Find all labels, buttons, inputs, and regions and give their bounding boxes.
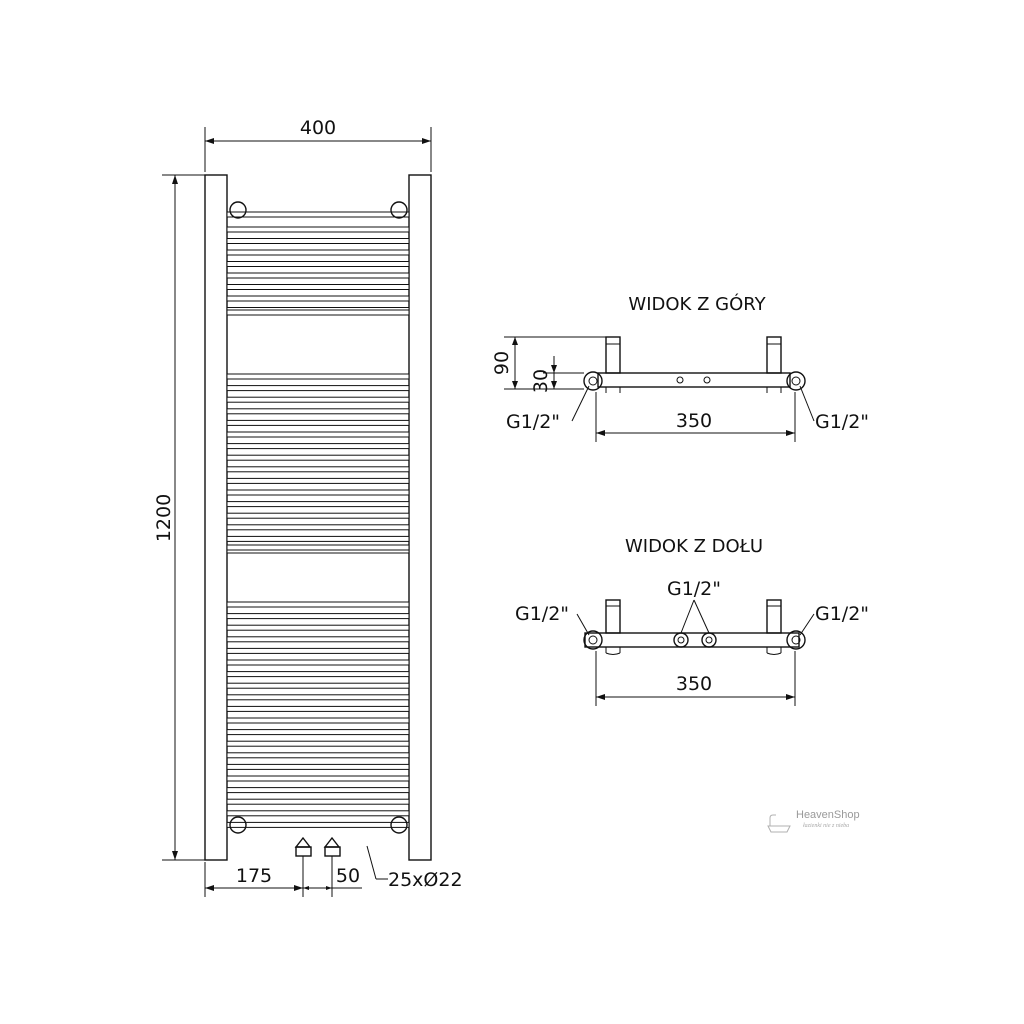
bottom-width-label: 350 [676, 673, 712, 695]
top-wall-label: 30 [530, 369, 552, 393]
top-view-title: WIDOK Z GÓRY [628, 293, 766, 315]
tube-22 [226, 512, 410, 519]
top-view: WIDOK Z GÓRY 90 30 G1/2" G1/2 [491, 293, 869, 442]
tube-46 [226, 821, 410, 828]
top-depth-label: 90 [491, 351, 513, 375]
tube-30 [226, 636, 410, 643]
watermark-brand: HeavenShop [796, 809, 860, 821]
tube-4 [226, 261, 410, 267]
tube-18 [226, 466, 410, 473]
tube-34 [226, 682, 410, 689]
top-connector-left-label: G1/2" [506, 411, 560, 433]
bottom-right-cap-icon [390, 816, 408, 834]
tube-14 [226, 419, 410, 426]
tube-17 [226, 454, 410, 461]
top-left-connector-icon [583, 371, 603, 391]
dim-offset-label: 175 [236, 865, 272, 887]
tube-5 [226, 272, 410, 279]
bottom-body [584, 632, 800, 648]
dim-bottom-offsets: 175 50 25xØ22 [204, 845, 463, 897]
tube-20 [226, 489, 410, 496]
tube-3 [226, 249, 410, 256]
tube-31 [226, 647, 410, 654]
front-view [204, 174, 432, 861]
dim-spacing-label: 50 [336, 865, 360, 887]
dim-width: 400 [204, 117, 432, 172]
top-right-cap-icon [390, 201, 408, 219]
tube-2 [226, 238, 410, 244]
tube-42 [226, 775, 410, 782]
tube-spec-label: 25xØ22 [388, 869, 463, 891]
tube-24 [226, 535, 410, 542]
tube-26 [226, 544, 410, 551]
tube-13 [226, 408, 410, 415]
tube-10 [226, 373, 410, 380]
bottom-view-title: WIDOK Z DOŁU [625, 536, 763, 557]
tube-23 [226, 524, 410, 531]
bathtub-icon [767, 825, 791, 833]
tube-9 [226, 309, 410, 316]
tube-1 [226, 226, 410, 233]
tube-15 [226, 431, 410, 438]
bottom-connector-center-label: G1/2" [667, 578, 721, 600]
tube-7 [226, 295, 410, 302]
bottom-right-connector-icon [786, 630, 806, 650]
tube-45 [226, 810, 410, 817]
tube-43 [226, 787, 410, 794]
top-width-label: 350 [676, 410, 712, 432]
tube-19 [226, 477, 410, 484]
dim-width-label: 400 [300, 117, 336, 139]
tube-11 [226, 385, 410, 392]
dim-height: 1200 [153, 174, 205, 861]
bottom-connector-right-label: G1/2" [815, 603, 869, 625]
tube-28 [226, 613, 410, 620]
tube-37 [226, 717, 410, 724]
tube-44 [226, 798, 410, 805]
tube-33 [226, 671, 410, 678]
tube-16 [226, 443, 410, 450]
horizontal-tubes [226, 211, 410, 828]
watermark-logo: HeavenShop łazienki nie z nieba [767, 809, 860, 833]
top-connector-right-label: G1/2" [815, 411, 869, 433]
tube-41 [226, 763, 410, 770]
tube-38 [226, 729, 410, 736]
tube-40 [226, 752, 410, 759]
top-left-cap-icon [229, 201, 247, 219]
bottom-left-cap-icon [229, 816, 247, 834]
tube-32 [226, 659, 410, 666]
tube-36 [226, 705, 410, 712]
tube-0 [226, 211, 410, 218]
dim-height-label: 1200 [153, 494, 175, 542]
tube-12 [226, 396, 410, 403]
tube-39 [226, 740, 410, 747]
top-body [597, 372, 791, 388]
bottom-left-connector-icon [583, 630, 603, 650]
top-right-connector-icon [786, 371, 806, 391]
tube-35 [226, 694, 410, 701]
watermark-tagline: łazienki nie z nieba [803, 823, 849, 829]
bottom-connector-left-label: G1/2" [515, 603, 569, 625]
tube-6 [226, 284, 410, 290]
tube-27 [226, 601, 410, 608]
tube-29 [226, 624, 410, 631]
tube-21 [226, 501, 410, 508]
